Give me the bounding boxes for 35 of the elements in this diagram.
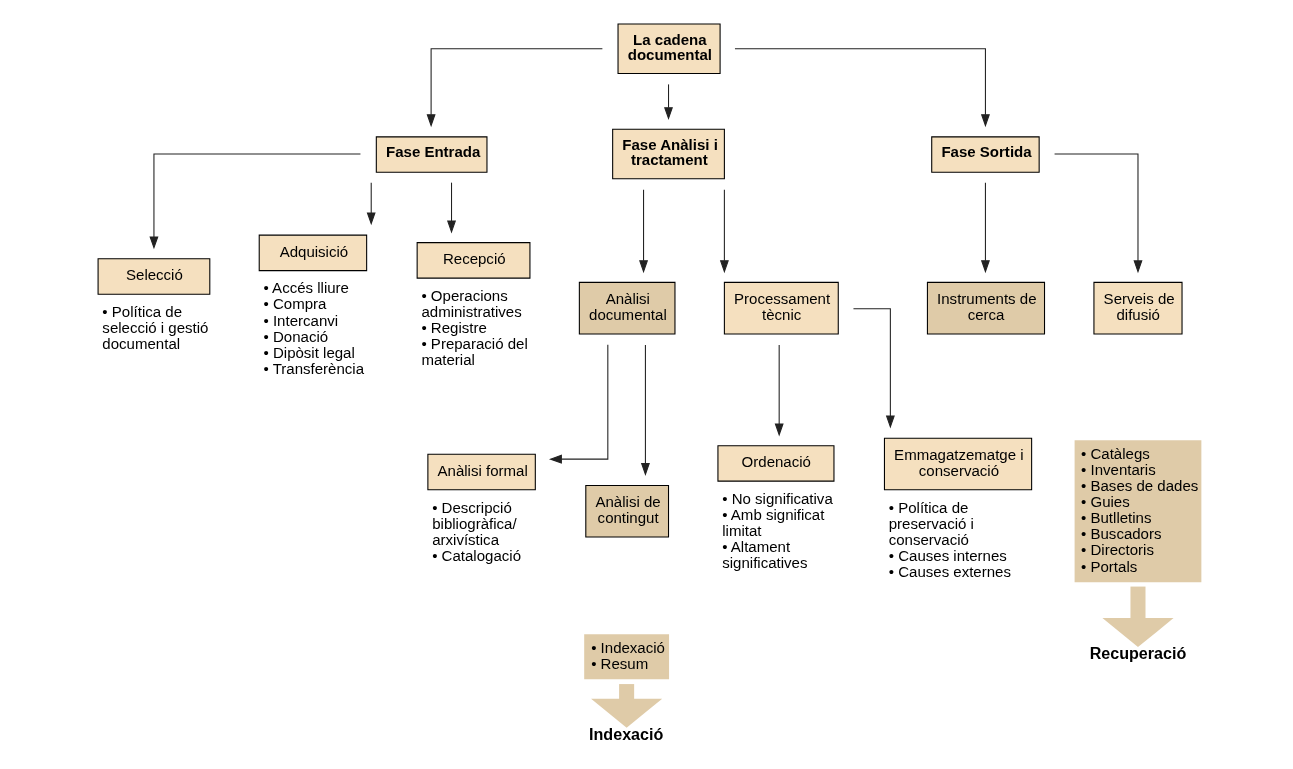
node-label: • Política de preservació i conservació [888,498,974,548]
node-label: • Accés lliure [263,278,349,296]
arrow [591,683,663,728]
node-box: • Catàlegs • Inventaris • Bases de dades • Guies • Butlletins • Buscadors • Directoris • Portals [1074,439,1202,582]
node-label: • Catalogació [432,546,522,564]
arrow [639,188,649,273]
arrow [426,47,603,127]
arrow [366,181,376,225]
arrow [980,181,990,273]
arrow [1054,153,1143,273]
arrow [447,181,457,233]
arrow [734,47,990,127]
node-label: • No significativa [722,489,833,507]
node-label: • Política de selecció i gestió documental [102,302,209,352]
node-text: Recuperació [1089,643,1187,662]
arrow [664,83,674,120]
arrow [1102,586,1174,647]
node-label: • Descripció bibliogràfica/ arxivística [432,498,517,548]
node-label: • Intercanvi [263,311,339,329]
node-label: • Causes internes [888,546,1007,564]
node-label: • Operacions administratives [421,286,522,320]
node-label: • Compra [263,294,327,312]
node-label: • Dipòsit legal [263,343,355,361]
node-text: Indexació [589,724,664,743]
arrow [719,188,729,273]
arrow [640,343,650,476]
node-label: • Causes externes [888,562,1011,580]
node-label: • Donació [263,327,329,345]
node-box: • Indexació • Resum [584,633,670,679]
node-label: • Registre [421,318,487,336]
arrow [774,343,784,436]
arrow [852,307,895,428]
arrow [149,153,361,249]
arrow [549,343,609,464]
node-label: • Altament significatives [722,537,808,571]
